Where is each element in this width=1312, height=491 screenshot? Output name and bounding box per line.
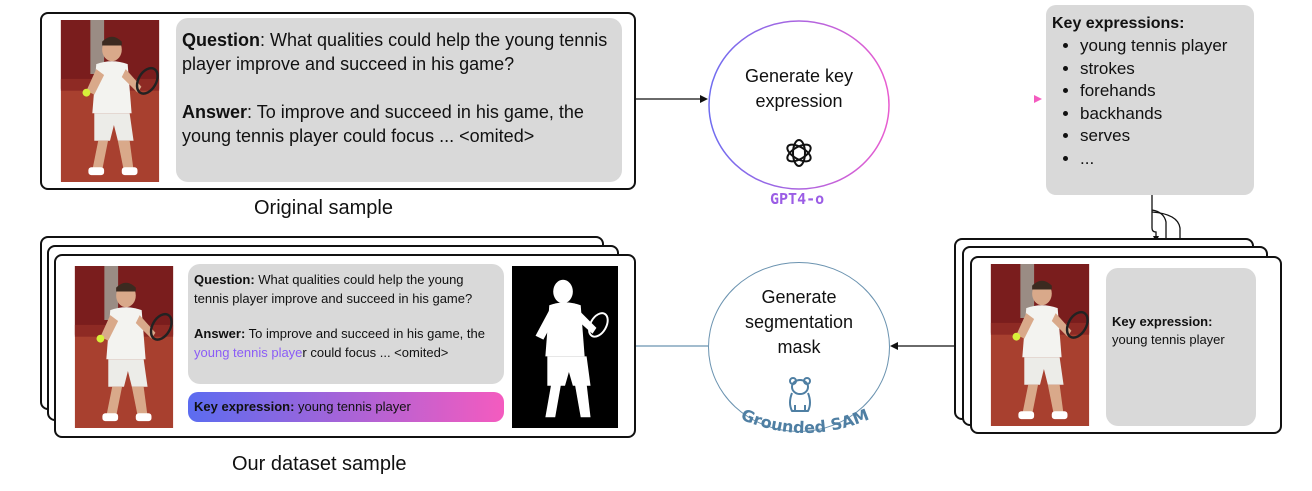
key-card-value: young tennis player [1112,332,1225,347]
question-label: Question [182,30,261,50]
key-expressions-box: Key expressions: young tennis player str… [1046,5,1254,195]
dataset-answer-highlight: young tennis playe [194,345,303,360]
dataset-card-front: Question: What qualities could help the … [54,254,636,438]
sam-step-text: Generate segmentation mask [744,287,854,357]
key-card-front: Key expression: young tennis player [970,256,1282,434]
tennis-player-photo [54,20,166,182]
tennis-player-photo [984,264,1096,426]
sam-step-circle: Generate segmentation mask [708,262,890,432]
key-item: forehands [1080,80,1227,103]
segmentation-mask-image [512,266,618,428]
key-expression-box: Key expression: young tennis player [1106,268,1256,426]
gpt-logo-label: GPT4-o [770,190,825,208]
qa-box [176,18,622,182]
openai-logo-icon [786,139,812,167]
dataset-key-label: Key expression: [194,399,295,414]
dataset-answer-post: r could focus ... <omited> [302,345,449,360]
dataset-answer-label: Answer: [194,326,246,341]
key-expressions-title: Key expressions: [1052,15,1185,32]
gpt-step-text: Generate key expression [744,66,854,111]
key-card-label: Key expression: [1112,314,1213,329]
original-sample-caption: Original sample [254,197,393,219]
sam-logo-label: Grounded SAM [739,405,872,437]
dataset-answer: Answer: To improve and succeed in his ga… [194,324,496,362]
original-question: Question: What qualities could help the … [182,28,622,76]
key-expressions-list: young tennis player strokes forehands ba… [1052,35,1227,170]
dataset-question-label: Question: [194,272,255,287]
original-answer: Answer: To improve and succeed in his ga… [182,100,622,148]
question-text: : What qualities could help the young te… [182,30,608,74]
dataset-key-value: young tennis player [294,399,411,414]
key-item: serves [1080,125,1227,148]
tennis-player-photo [68,266,180,428]
gpt-step-circle: Generate key expression [708,20,890,190]
original-sample-card: Question: What qualities could help the … [40,12,636,190]
dataset-question-text: What qualities could help the young tenn… [194,272,473,306]
bear-icon [789,377,811,412]
dataset-answer-pre: To improve and succeed in his game, the [245,326,485,341]
key-item: ... [1080,148,1227,171]
svg-text:Grounded SAM: Grounded SAM [739,405,872,437]
dataset-key-expression-bar: Key expression: young tennis player [188,392,504,422]
key-item: strokes [1080,58,1227,81]
key-item: backhands [1080,103,1227,126]
key-item: young tennis player [1080,35,1227,58]
answer-label: Answer [182,102,248,122]
dataset-question: Question: What qualities could help the … [194,270,496,308]
dataset-sample-caption: Our dataset sample [232,453,407,475]
answer-text: : To improve and succeed in his game, th… [182,102,584,146]
dataset-qa-box: Question: What qualities could help the … [188,264,504,384]
